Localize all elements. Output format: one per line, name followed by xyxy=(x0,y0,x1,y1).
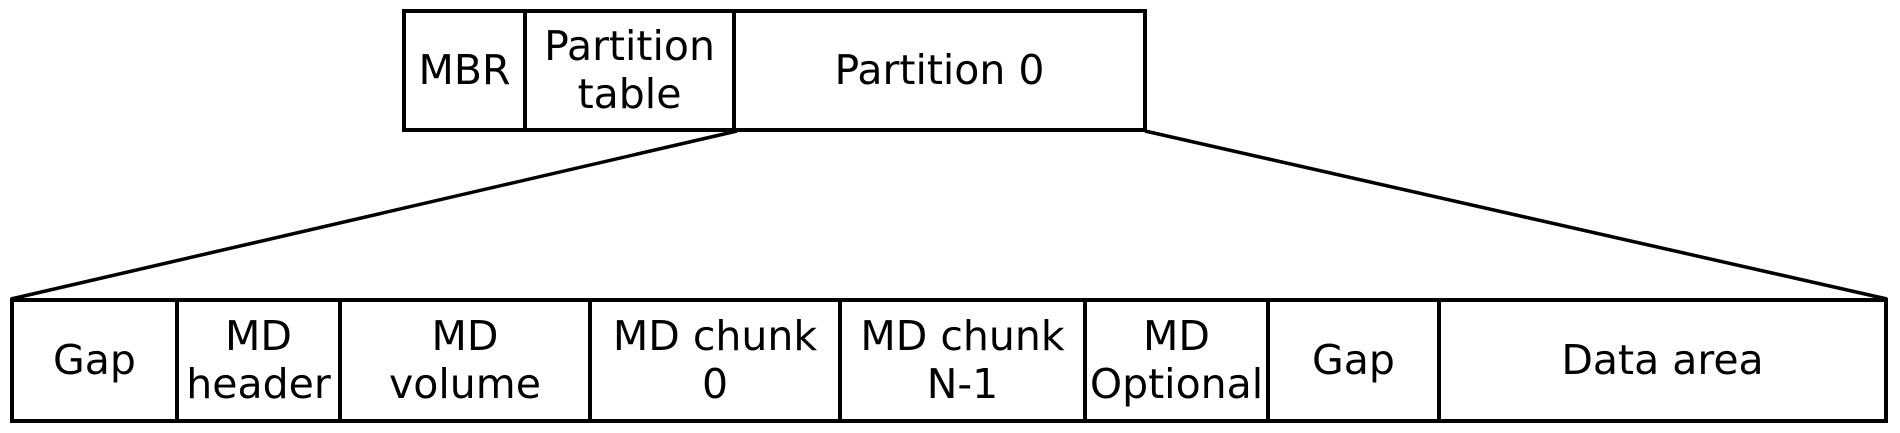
gap-start-cell: Gap xyxy=(14,302,179,419)
md-optional-cell: MD Optional xyxy=(1087,302,1270,419)
partition-table-cell: Partition table xyxy=(527,13,736,128)
partition-0-expanded-row: Gap MD header MD volume MD chunk 0 MD ch… xyxy=(10,298,1888,423)
md-chunk-n-1-cell: MD chunk N-1 xyxy=(842,302,1087,419)
md-header-cell: MD header xyxy=(179,302,342,419)
partition-0-cell: Partition 0 xyxy=(834,45,1045,94)
gap-end-cell: Gap xyxy=(1270,302,1441,419)
md-chunk-0-cell: MD chunk 0 xyxy=(592,302,842,419)
expansion-line-right xyxy=(1144,129,1888,301)
md-volume-cell: MD volume xyxy=(342,302,592,419)
disk-row: MBR Partition table Partition 0 xyxy=(402,9,1147,132)
data-area-cell: Data area xyxy=(1561,335,1764,384)
expansion-line-left xyxy=(10,129,738,301)
mbr-cell: MBR xyxy=(406,13,527,128)
